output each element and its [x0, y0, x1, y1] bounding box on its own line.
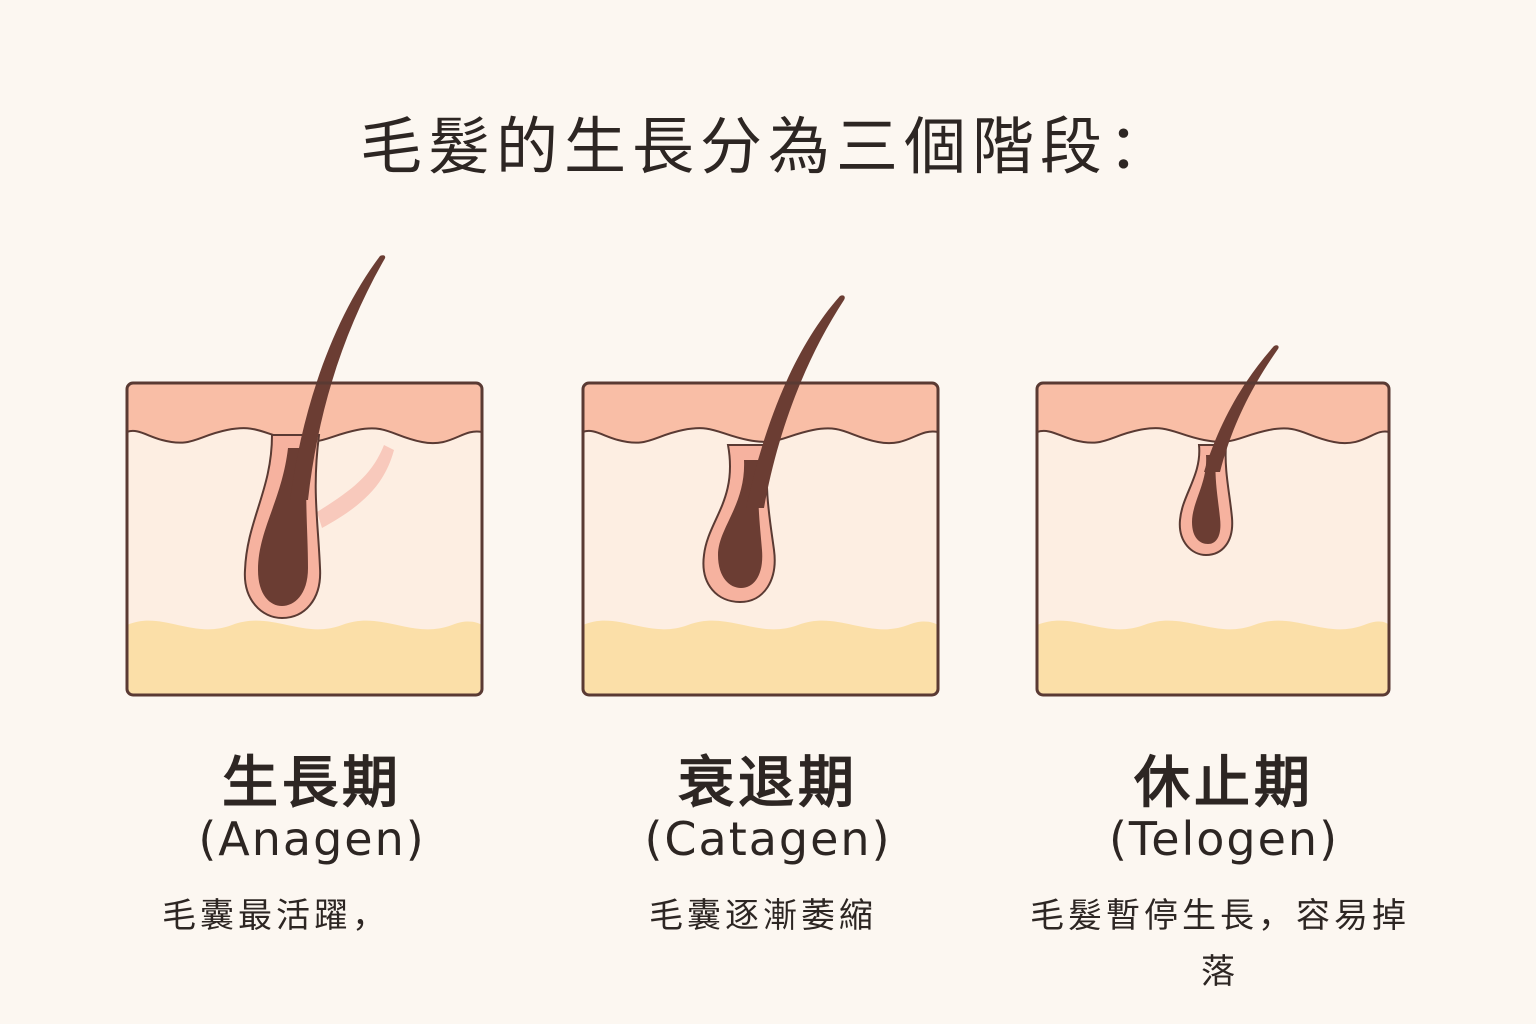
epidermis-layer — [583, 383, 938, 445]
epidermis-layer — [1037, 383, 1389, 445]
stage-title-en: (Anagen) — [198, 812, 426, 866]
skin-frame — [125, 381, 484, 697]
hair-bulb — [1192, 455, 1221, 544]
page-title: 毛髮的生長分為三個階段： — [359, 110, 1176, 183]
stage-description: 毛囊逐漸萎縮 — [649, 896, 877, 936]
hair-shaft-icon — [290, 255, 386, 500]
sebaceous-gland-icon — [317, 445, 394, 528]
stage-description: 毛囊最活躍， — [162, 896, 390, 936]
anagen-illustration — [125, 255, 484, 697]
fat-layer — [1037, 620, 1389, 695]
hair-shaft-icon — [746, 295, 845, 508]
fat-layer — [583, 620, 938, 695]
stage-title-zh: 衰退期 — [678, 751, 858, 816]
skin-frame — [581, 381, 940, 697]
stage-title-zh: 休止期 — [1134, 751, 1314, 816]
stage-title-en: (Telogen) — [1108, 812, 1340, 866]
stage-title-zh: 生長期 — [222, 751, 402, 816]
fat-layer — [127, 620, 482, 695]
hair-shaft-icon — [1204, 345, 1279, 472]
stage-description: 毛髮暫停生長，容易掉落 — [1030, 896, 1410, 992]
telogen-illustration — [1035, 345, 1391, 697]
catagen-illustration — [581, 295, 940, 697]
stage-title-en: (Catagen) — [644, 812, 892, 866]
skin-frame — [1035, 381, 1391, 697]
